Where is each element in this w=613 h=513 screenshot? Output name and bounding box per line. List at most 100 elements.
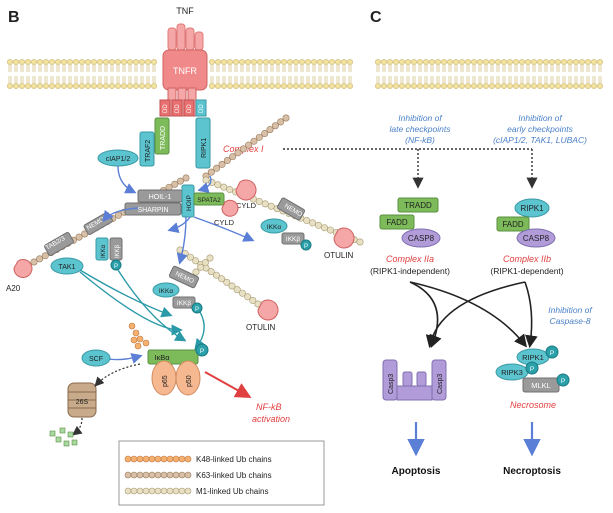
- tnf-ligand: [167, 23, 204, 51]
- ikk-complex-middle: [152, 265, 203, 314]
- fadd-2a-label: FADD: [386, 218, 408, 227]
- ripk1-necrosome-phospho: [545, 345, 559, 359]
- casp8-inhibition-2: Caspase-8: [549, 316, 590, 326]
- tnfr-label: TNFR: [173, 66, 197, 76]
- fadd-complex-2b: [496, 216, 530, 232]
- traf2-label: TRAF2: [145, 140, 152, 162]
- nfkb-activation-label-2: activation: [252, 414, 290, 424]
- early-checkpoint-3: (cIAP1/2, TAK1, LUBAC): [493, 135, 587, 145]
- tradd-complex-2a: [397, 197, 439, 213]
- mlkl-p: P: [561, 378, 565, 385]
- ciap-label: cIAP1/2: [106, 156, 131, 163]
- necrosome-label: Necrosome: [510, 400, 556, 410]
- casp3-dimer: [382, 359, 447, 401]
- otulin-enzyme-2: [257, 299, 279, 321]
- dd-label-3: DD: [187, 104, 193, 113]
- mlkl-label: MLKL: [531, 381, 551, 390]
- late-checkpoint-3: (NF-kB): [405, 135, 435, 145]
- death-domains: [159, 99, 207, 117]
- otulin-label-1: OTULIN: [324, 251, 354, 260]
- degradation-arrow-in: [94, 363, 141, 387]
- p65-label: p65: [162, 375, 169, 387]
- hoip-label: HOIP: [186, 195, 193, 211]
- sharpin-label: SHARPIN: [137, 207, 168, 214]
- late-checkpoint-2: late checkpoints: [390, 124, 452, 134]
- peptide-fragments: [49, 427, 78, 447]
- casp8-2a-label: CASP8: [408, 234, 435, 243]
- ikka-label-middle: IKKα: [159, 288, 173, 295]
- complex-2a-label: Complex IIa: [386, 254, 434, 264]
- ripk1-label: RIPK1: [201, 138, 208, 158]
- ikba-protein: [147, 349, 199, 365]
- cyld-label-1: CYLD: [236, 201, 257, 210]
- casp8-inhibition-1: Inhibition of: [548, 305, 593, 315]
- dd-label-1: DD: [163, 104, 169, 113]
- scf-label: SCF: [89, 356, 103, 363]
- sharpin-protein: [124, 202, 182, 216]
- legend-k48: K48-linked Ub chains: [196, 455, 272, 464]
- p-label-left: P: [114, 264, 118, 270]
- ikka-label-right: IKKα: [267, 224, 281, 231]
- p50-label: p50: [186, 375, 193, 387]
- casp8-complex-2a: [401, 228, 441, 248]
- casp3-label-2: Casp3: [437, 374, 444, 394]
- early-checkpoint-2: early checkpoints: [507, 124, 573, 134]
- hoil-label: HOIL-1: [149, 194, 172, 201]
- panel-letter-c: C: [370, 9, 382, 26]
- casp8-2b-label: CASP8: [523, 234, 550, 243]
- proteasome-label: 26S: [76, 399, 89, 406]
- ripk1-necrosome-p: P: [550, 350, 554, 357]
- degradation-arrow-out: [72, 417, 83, 436]
- traf2-protein: [139, 131, 155, 167]
- legend-k63: K63-linked Ub chains: [196, 471, 272, 480]
- a20-enzyme: [13, 259, 33, 278]
- ikkb-label-right: IKKβ: [286, 236, 300, 243]
- ikba-label: IκBα: [154, 353, 170, 362]
- scf-protein: [81, 349, 111, 367]
- fadd-2b-label: FADD: [502, 220, 524, 229]
- complex-2b-label: Complex IIb: [503, 254, 551, 264]
- proteasome-26s: [67, 382, 97, 418]
- membrane-left: [7, 59, 353, 89]
- casp8-complex-2b: [516, 228, 556, 248]
- pathway-arrows: [409, 281, 538, 349]
- ripk3-necrosome-label: RIPK3: [501, 368, 523, 377]
- apoptosis-label: Apoptosis: [392, 466, 441, 477]
- tradd-label: TRADD: [160, 126, 167, 150]
- tradd-2a-label: TRADD: [404, 201, 432, 210]
- mlkl-phospho: [556, 373, 570, 387]
- panel-letter-b: B: [8, 9, 20, 26]
- nfkb-activation-arrow: [204, 371, 252, 398]
- ripk3-necrosome-phospho: [525, 361, 539, 375]
- ikk-complex-right: [260, 197, 312, 251]
- a20-label: A20: [6, 284, 21, 293]
- cyld-enzyme-2: [221, 199, 239, 217]
- ikka-label-left: IKKα: [101, 244, 107, 258]
- legend-m1: M1-linked Ub chains: [196, 487, 268, 496]
- ikba-phospho: [195, 343, 209, 357]
- otulin-enzyme-1: [333, 227, 355, 249]
- blue-signal-arrows: [102, 165, 255, 364]
- cyld-enzyme-1: [235, 179, 257, 201]
- otulin-label-2: OTULIN: [246, 323, 276, 332]
- ripk3-necrosome-p: P: [530, 366, 534, 373]
- tab-protein: [44, 232, 74, 256]
- membrane-right: [375, 59, 603, 89]
- ikba-p-label: P: [200, 348, 204, 355]
- tradd-protein: [154, 117, 170, 155]
- dd-label-4: DD: [199, 104, 205, 113]
- ripk1-necrosome-label: RIPK1: [522, 353, 544, 362]
- dd-label-2: DD: [175, 104, 181, 113]
- ripk1-complex-2b: [514, 198, 550, 218]
- ripk1-2b-label: RIPK1: [520, 204, 544, 213]
- ikkb-label-left: IKKβ: [115, 244, 121, 258]
- p50-subunit: [175, 360, 201, 396]
- tnf-label: TNF: [176, 6, 194, 16]
- p-label-middle: P: [195, 307, 199, 313]
- cyld-label-2: CYLD: [214, 218, 235, 227]
- legend-swatches: [124, 455, 192, 495]
- ripk1-independent-label: (RIPK1-independent): [370, 266, 450, 276]
- fadd-complex-2a: [379, 214, 415, 230]
- early-checkpoint-1: Inhibition of: [518, 113, 563, 123]
- late-checkpoint-1: Inhibition of: [398, 113, 443, 123]
